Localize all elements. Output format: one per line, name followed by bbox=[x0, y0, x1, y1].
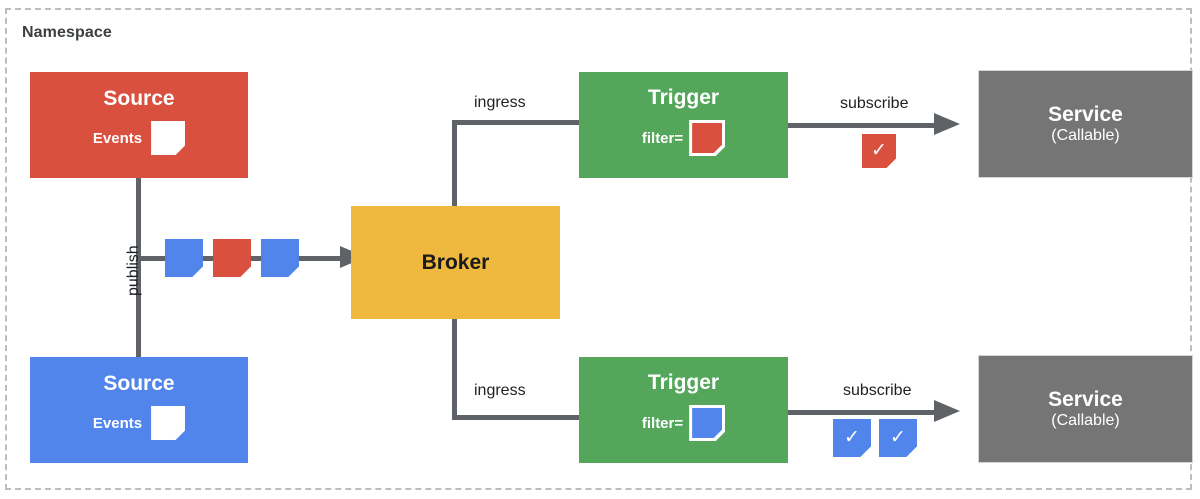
service-subtitle: (Callable) bbox=[1051, 126, 1120, 144]
service-subtitle: (Callable) bbox=[1051, 411, 1120, 429]
envelope-icon bbox=[151, 406, 186, 440]
filter-envelope-outline bbox=[689, 120, 726, 156]
publish-stub-line bbox=[136, 256, 176, 261]
broker-title: Broker bbox=[421, 251, 490, 274]
subscribe-top-edge-label: subscribe bbox=[840, 95, 909, 112]
event-envelope-icon bbox=[165, 239, 203, 277]
service-title: Service bbox=[1048, 102, 1123, 126]
trigger-filter-row: filter= bbox=[579, 405, 788, 441]
service-title: Service bbox=[1048, 387, 1123, 411]
event-stream bbox=[165, 239, 299, 277]
envelope-check-icon: ✓ bbox=[862, 134, 896, 168]
delivered-badges-bottom: ✓ ✓ bbox=[833, 419, 917, 457]
envelope-icon bbox=[692, 123, 723, 153]
envelope-icon bbox=[692, 408, 723, 438]
trigger-title: Trigger bbox=[647, 371, 720, 394]
namespace-boundary bbox=[5, 8, 1192, 490]
trigger-filter-label: filter= bbox=[641, 414, 684, 432]
source-node-blue[interactable]: Source Events bbox=[30, 357, 248, 463]
delivered-badges-top: ✓ bbox=[862, 134, 896, 168]
check-glyph: ✓ bbox=[844, 426, 860, 448]
ingress-top-line bbox=[452, 120, 584, 125]
check-glyph: ✓ bbox=[871, 139, 887, 161]
source-title: Source bbox=[103, 87, 175, 110]
trigger-title: Trigger bbox=[647, 86, 720, 109]
event-envelope-icon bbox=[261, 239, 299, 277]
source-events-label: Events bbox=[92, 414, 143, 432]
subscribe-bottom-edge-label: subscribe bbox=[843, 382, 912, 399]
trigger-node-top[interactable]: Trigger filter= bbox=[579, 72, 788, 178]
stream-to-broker-line bbox=[292, 256, 344, 261]
source-events-row: Events bbox=[30, 406, 248, 440]
source-events-label: Events bbox=[92, 129, 143, 147]
stream-link-line-1 bbox=[196, 256, 228, 261]
event-envelope-icon bbox=[213, 239, 251, 277]
envelope-icon bbox=[151, 121, 186, 155]
source-events-row: Events bbox=[30, 121, 248, 155]
service-bottom-arrowhead bbox=[934, 400, 960, 422]
service-top-arrowhead bbox=[934, 113, 960, 135]
ingress-bottom-line bbox=[452, 415, 584, 420]
filter-envelope-outline bbox=[689, 405, 726, 441]
source-node-red[interactable]: Source Events bbox=[30, 72, 248, 178]
trigger-filter-row: filter= bbox=[579, 120, 788, 156]
ingress-bottom-edge-label: ingress bbox=[474, 382, 526, 399]
envelope-check-icon: ✓ bbox=[833, 419, 871, 457]
namespace-label: Namespace bbox=[22, 24, 112, 41]
broker-node[interactable]: Broker bbox=[351, 206, 560, 319]
ingress-top-edge-label: ingress bbox=[474, 94, 526, 111]
stream-link-line-2 bbox=[244, 256, 276, 261]
trigger-node-bottom[interactable]: Trigger filter= bbox=[579, 357, 788, 463]
service-node-bottom[interactable]: Service (Callable) bbox=[978, 355, 1193, 463]
check-glyph: ✓ bbox=[890, 426, 906, 448]
publish-edge-label: publish bbox=[125, 245, 142, 296]
trigger-filter-label: filter= bbox=[641, 129, 684, 147]
source-title: Source bbox=[103, 372, 175, 395]
subscribe-top-line bbox=[788, 123, 938, 128]
service-node-top[interactable]: Service (Callable) bbox=[978, 70, 1193, 178]
envelope-check-icon: ✓ bbox=[879, 419, 917, 457]
subscribe-bottom-line bbox=[788, 410, 938, 415]
publish-trunk-line bbox=[136, 178, 141, 360]
